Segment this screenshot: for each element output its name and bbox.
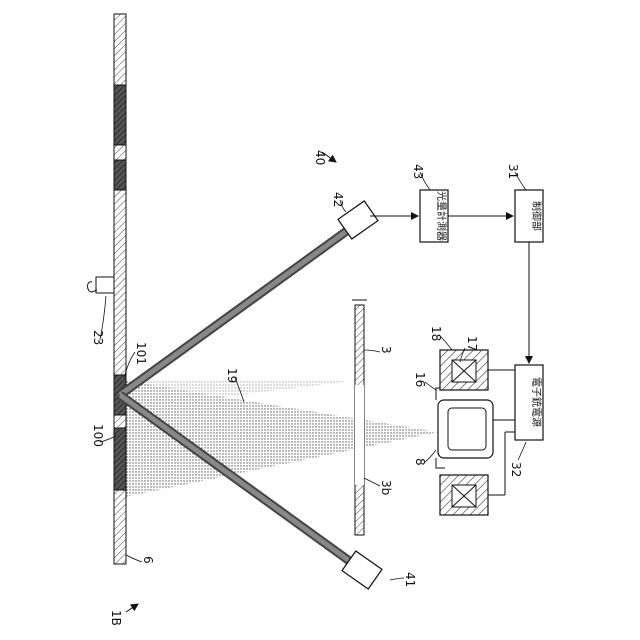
arrow-1B-icon bbox=[126, 604, 138, 612]
ref-31: 31 bbox=[506, 164, 520, 179]
leader-6 bbox=[126, 555, 142, 562]
substrate-100 bbox=[114, 428, 126, 490]
ref-18: 18 bbox=[429, 326, 443, 341]
rotation-shaft-23 bbox=[96, 277, 114, 293]
ref-3: 3 bbox=[379, 346, 393, 354]
leader-32 bbox=[518, 442, 526, 460]
shutter-opening-3b bbox=[355, 385, 364, 485]
holder-segment-1 bbox=[114, 85, 126, 145]
crucible-inner bbox=[448, 408, 486, 450]
holder-segment-2 bbox=[114, 160, 126, 190]
ref-42: 42 bbox=[331, 192, 345, 207]
ref-17: 17 bbox=[465, 336, 479, 351]
ref-19: 19 bbox=[225, 368, 239, 383]
ref-40: 40 bbox=[313, 150, 327, 165]
ref-23: 23 bbox=[91, 330, 105, 345]
ref-43: 43 bbox=[411, 164, 425, 179]
ref-16: 16 bbox=[413, 372, 427, 387]
leader-3 bbox=[364, 350, 380, 352]
leader-41 bbox=[390, 578, 404, 580]
ref-100: 100 bbox=[91, 424, 105, 447]
photometer-label: 光量計測器 bbox=[435, 191, 448, 241]
power-supply-label: 電子銃電源 bbox=[530, 377, 543, 427]
controller-label: 制御部 bbox=[530, 201, 543, 231]
ref-32: 32 bbox=[509, 462, 523, 477]
ref-8: 8 bbox=[413, 458, 427, 466]
ref-3b: 3b bbox=[379, 480, 393, 495]
leader-3b bbox=[364, 478, 380, 486]
ref-6: 6 bbox=[141, 556, 155, 564]
figure-label-1B: 1B bbox=[109, 610, 123, 626]
ref-41: 41 bbox=[403, 572, 417, 587]
ref-101: 101 bbox=[134, 342, 148, 365]
